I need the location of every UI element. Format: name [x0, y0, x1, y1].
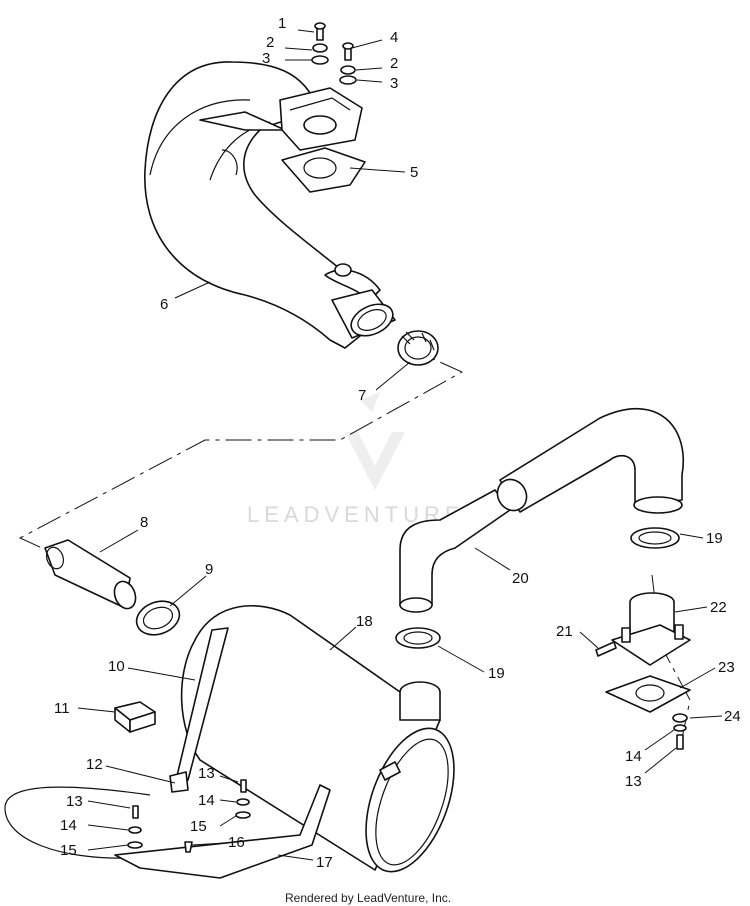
muffler-strap: [169, 627, 229, 793]
callout-15: 15: [190, 818, 207, 835]
callout-3: 3: [262, 50, 270, 67]
clamp-19-lower: [395, 627, 441, 649]
callout-3: 3: [390, 75, 398, 92]
callout-15: 15: [60, 842, 77, 859]
callout-22: 22: [710, 599, 727, 616]
callout-labels: 1 2 3 4 2 3 5 6 7 8 9 10 11 12 13 14 15 …: [54, 15, 741, 871]
flange-gasket: [279, 87, 366, 193]
callout-19: 19: [706, 530, 723, 547]
callout-21: 21: [556, 623, 573, 640]
clamp-7: [397, 330, 439, 366]
callout-14: 14: [625, 748, 642, 765]
watermark-logo-icon: [345, 392, 405, 490]
callout-16: 16: [228, 834, 245, 851]
callout-8: 8: [140, 514, 148, 531]
callout-9: 9: [205, 561, 213, 578]
callout-2: 2: [390, 55, 398, 72]
callout-1: 1: [278, 15, 286, 32]
clamp-9: [135, 600, 181, 636]
flange-fasteners: [311, 22, 357, 85]
callout-6: 6: [160, 296, 168, 313]
callout-2: 2: [266, 34, 274, 51]
tail-pipe: [44, 539, 137, 610]
callout-13: 13: [625, 773, 642, 790]
mount-bracket: [4, 784, 331, 879]
bracket-fasteners: [127, 779, 251, 853]
leader-lines: [77, 29, 723, 861]
connecting-pipe: [399, 407, 684, 613]
callout-11: 11: [54, 700, 70, 717]
callout-12: 12: [86, 756, 103, 773]
callout-19: 19: [488, 665, 505, 682]
callout-23: 23: [718, 659, 735, 676]
muffler: [180, 605, 455, 873]
callout-7: 7: [358, 387, 366, 404]
head-pipe: [144, 61, 396, 349]
callout-14: 14: [60, 817, 77, 834]
leadventure-watermark: LEADVENTURE: [247, 392, 460, 527]
callout-5: 5: [410, 164, 418, 181]
outlet-stub: [611, 592, 691, 666]
callout-4: 4: [390, 29, 398, 46]
clamp-19-upper: [630, 527, 680, 549]
callout-24: 24: [724, 708, 741, 725]
callout-18: 18: [356, 613, 373, 630]
callout-10: 10: [108, 658, 125, 675]
callout-13: 13: [66, 793, 83, 810]
outlet-gasket: [605, 675, 691, 713]
footer-credit: Rendered by LeadVenture, Inc.: [285, 891, 451, 905]
callout-17: 17: [316, 854, 333, 871]
callout-13: 13: [198, 765, 215, 782]
callout-14: 14: [198, 792, 215, 809]
outlet-fasteners: [672, 713, 688, 750]
callout-20: 20: [512, 570, 529, 587]
rubber-block: [114, 701, 156, 733]
bolt-21: [595, 641, 617, 657]
